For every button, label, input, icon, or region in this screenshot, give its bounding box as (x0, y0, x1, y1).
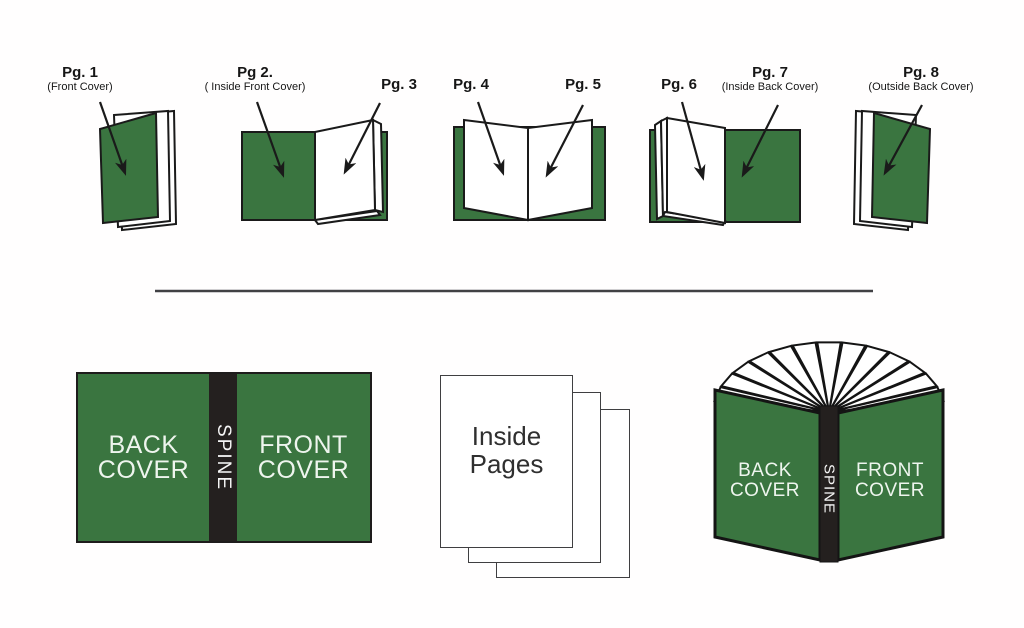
open-book-spine-label: SPINE (820, 463, 838, 514)
fan-page (816, 341, 842, 413)
open-book (713, 341, 945, 563)
pg8-title: Pg. 8 (903, 64, 939, 81)
pg1-title: Pg. 1 (62, 64, 98, 81)
inside-page-front: Inside Pages (440, 375, 573, 548)
pg5-title: Pg. 5 (565, 76, 601, 93)
front-cover-panel: FRONT COVER (237, 374, 370, 541)
inside-pages-label: Inside Pages (469, 421, 544, 479)
pg2-subtitle: ( Inside Front Cover) (204, 81, 306, 93)
front-cover-label: FRONT COVER (257, 430, 350, 484)
label-pg7: Pg. 7 (Inside Back Cover) (685, 65, 855, 94)
spine-strip: SPINE (209, 374, 237, 541)
pg8-subtitle: (Outside Back Cover) (868, 81, 974, 93)
spine-label: SPINE (213, 423, 234, 492)
label-pg6: Pg. 6 (594, 77, 764, 93)
pg6-title: Pg. 6 (661, 76, 697, 93)
open-book-spine (819, 405, 839, 563)
label-pg4: Pg. 4 (386, 77, 556, 93)
label-pg1: Pg. 1 (Front Cover) (0, 65, 165, 94)
flat-cover-spread: BACK COVER SPINE FRONT COVER (76, 372, 372, 543)
inside-pages-stack: Inside Pages (440, 375, 635, 585)
open-book-back-label: BACK COVER (729, 460, 801, 501)
pg3-title: Pg. 3 (381, 76, 417, 93)
open-book-spine-label-wrap: SPINE (820, 456, 838, 522)
open-book-front-label: FRONT COVER (854, 460, 926, 501)
label-pg8: Pg. 8 (Outside Back Cover) (836, 65, 1006, 94)
book-open-inside-front-cover (241, 118, 388, 226)
book-open-center-spread (453, 118, 606, 222)
back-cover-panel: BACK COVER (78, 374, 209, 541)
label-pg2: Pg 2. ( Inside Front Cover) (170, 65, 340, 94)
book-closed-back-cover (852, 109, 932, 232)
pg2-title: Pg 2. (237, 64, 273, 81)
fanned-pages (713, 341, 945, 413)
label-pg5: Pg. 5 (498, 77, 668, 93)
book-closed-front-cover (98, 109, 178, 232)
pg1-subtitle: (Front Cover) (47, 81, 113, 93)
label-pg3: Pg. 3 (314, 77, 484, 93)
pg7-subtitle: (Inside Back Cover) (721, 81, 819, 93)
back-cover-label: BACK COVER (97, 430, 190, 484)
book-open-inside-back-cover (649, 116, 801, 227)
pg4-title: Pg. 4 (453, 76, 489, 93)
pg7-title: Pg. 7 (752, 64, 788, 81)
